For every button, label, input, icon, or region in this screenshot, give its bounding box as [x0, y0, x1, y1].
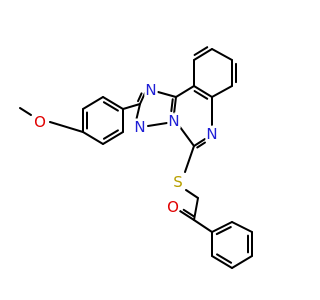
bond-aryl1-0-inner	[102, 101, 119, 112]
bond-aryl1-2	[102, 131, 124, 145]
bond-n3-c3a	[157, 91, 177, 98]
bond-aryl1-5	[82, 96, 104, 110]
bond-o-methyl	[19, 107, 32, 116]
bond-c2-n3-inner	[137, 92, 143, 103]
bond-c3a-nbr-inner	[170, 98, 174, 113]
bond-aryl1-3	[82, 131, 104, 145]
bond-c-o-inner	[182, 208, 195, 218]
bond-benzo-2	[211, 48, 233, 61]
bond-nbr-n1	[147, 122, 168, 127]
bond-benzo-4	[211, 85, 233, 98]
atom-n-quinazoline: N	[206, 125, 217, 143]
atom-n-triazole-bottom: N	[134, 118, 145, 136]
atom-o-methoxy: O	[34, 113, 46, 131]
bond-phenyl-0	[211, 221, 233, 233]
bond-benzo-1-inner	[193, 46, 209, 56]
bond-c5-s	[184, 145, 195, 173]
bond-aryl1-0	[102, 96, 124, 110]
bond-c3a-c10a	[175, 85, 195, 98]
bond-c3a-nbr	[173, 96, 177, 115]
bond-c10a-c4a	[193, 85, 213, 98]
atom-n-triazole-top: N	[145, 81, 156, 99]
atom-o-carbonyl: O	[167, 198, 179, 216]
bond-c2-n3	[139, 92, 146, 105]
chemical-structure-diagram: N N N N O S O	[19, 46, 253, 269]
bond-aryl1-2-inner	[102, 129, 119, 140]
bond-c5-nbr	[179, 126, 195, 147]
atom-s-thioether: S	[173, 173, 183, 191]
bond-aryl-c2	[122, 103, 141, 110]
bond-nq-c5-inner	[196, 141, 206, 149]
bond-co-ph	[193, 219, 213, 233]
bond-phenyl-3	[231, 255, 253, 269]
atom-label-layer: N N N N O S O	[32, 79, 221, 219]
bond-phenyl-0-inner	[215, 226, 232, 236]
bond-benzo-1	[193, 48, 213, 61]
bond-c-o	[179, 210, 195, 221]
bond-phenyl-1	[231, 221, 253, 233]
bond-c10a-c4a-inner	[193, 90, 209, 100]
bond-layer	[19, 46, 253, 269]
bond-phenyl-4	[211, 255, 233, 269]
bond-phenyl-4-inner	[216, 253, 233, 264]
bond-nq-c5	[193, 138, 206, 147]
bond-aryl-o	[49, 121, 84, 133]
bond-n1-c2	[135, 103, 141, 122]
bond-ch2-co	[193, 197, 199, 221]
bond-s-ch2	[185, 189, 199, 199]
atom-n-bridge: N	[168, 112, 179, 130]
